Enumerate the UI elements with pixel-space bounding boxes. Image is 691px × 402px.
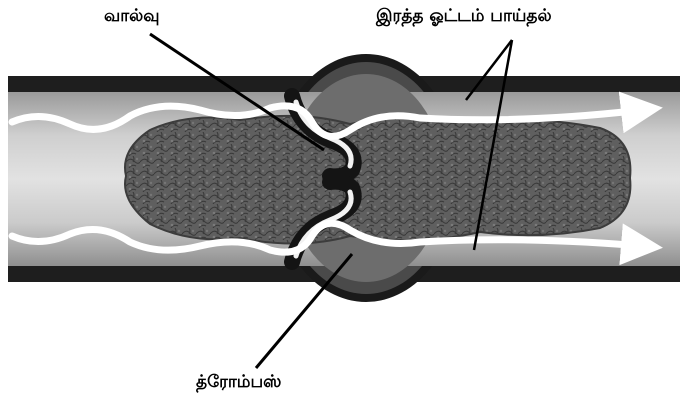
thrombus-mass: [125, 116, 630, 244]
thrombus-label: த்ரோம்பஸ்: [196, 372, 281, 392]
blood-flow-label: இரத்த ஓட்டம் பாய்தல்: [376, 6, 552, 26]
valve-label: வால்வு: [104, 6, 160, 26]
